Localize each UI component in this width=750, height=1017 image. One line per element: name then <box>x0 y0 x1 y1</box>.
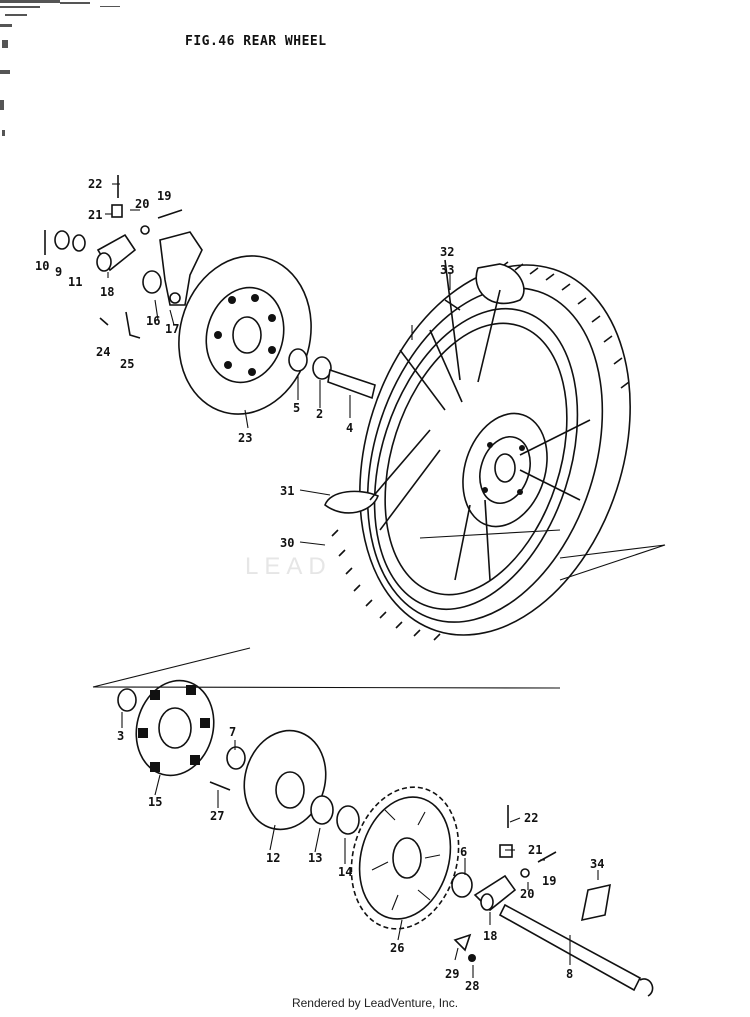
callout-13: 13 <box>308 851 322 865</box>
sprocket-carrier <box>209 729 360 835</box>
callout-19-lower: 19 <box>542 874 556 888</box>
callout-18: 18 <box>100 285 114 299</box>
rear-axle <box>498 903 654 997</box>
callout-8: 8 <box>566 967 573 981</box>
callout-20-lower: 20 <box>520 887 534 901</box>
rear-sprocket <box>350 786 460 930</box>
footer-credit: Rendered by LeadVenture, Inc. <box>291 996 459 1010</box>
callout-6: 6 <box>460 845 467 859</box>
callout-11: 11 <box>68 275 82 289</box>
callout-4: 4 <box>346 421 353 435</box>
callout-29: 29 <box>445 967 459 981</box>
scan-noise <box>0 0 120 136</box>
callout-26: 26 <box>390 941 404 955</box>
callout-2: 2 <box>316 407 323 421</box>
chain-adjuster-right <box>451 805 611 962</box>
brake-disc <box>178 255 312 415</box>
wheel-spokes <box>369 259 591 581</box>
callout-34: 34 <box>590 857 604 871</box>
callout-12: 12 <box>266 851 280 865</box>
callout-24: 24 <box>96 345 110 359</box>
callout-10: 10 <box>35 259 49 273</box>
callout-22-lower: 22 <box>524 811 538 825</box>
callout-labels: 22 21 20 19 10 9 11 18 16 17 24 25 23 5 … <box>35 177 604 993</box>
callout-33: 33 <box>440 263 454 277</box>
wheel-hub <box>462 412 548 528</box>
callout-3: 3 <box>117 729 124 743</box>
leader-lines <box>105 183 599 978</box>
axle-spacers <box>288 299 461 400</box>
callout-32: 32 <box>440 245 454 259</box>
perspective-plane <box>92 529 666 689</box>
callout-20: 20 <box>135 197 149 211</box>
callout-17: 17 <box>165 322 179 336</box>
callout-21: 21 <box>88 208 102 222</box>
cush-drive-damper <box>117 679 215 777</box>
callout-28: 28 <box>465 979 479 993</box>
callout-23: 23 <box>238 431 252 445</box>
callout-21-lower: 21 <box>528 843 542 857</box>
callout-31: 31 <box>280 484 294 498</box>
caliper-bracket <box>44 175 203 339</box>
callout-22: 22 <box>88 177 102 191</box>
callout-9: 9 <box>55 265 62 279</box>
callout-14: 14 <box>338 865 352 879</box>
callout-30: 30 <box>280 536 294 550</box>
rear-tire <box>324 261 631 641</box>
callout-7: 7 <box>229 725 236 739</box>
callout-18-lower: 18 <box>483 929 497 943</box>
callout-19: 19 <box>157 189 171 203</box>
callout-15: 15 <box>148 795 162 809</box>
callout-5: 5 <box>293 401 300 415</box>
callout-25: 25 <box>120 357 134 371</box>
watermark: LEAD <box>245 553 332 580</box>
callout-16: 16 <box>146 314 160 328</box>
callout-27: 27 <box>210 809 224 823</box>
figure-title: FIG.46 REAR WHEEL <box>185 34 327 49</box>
